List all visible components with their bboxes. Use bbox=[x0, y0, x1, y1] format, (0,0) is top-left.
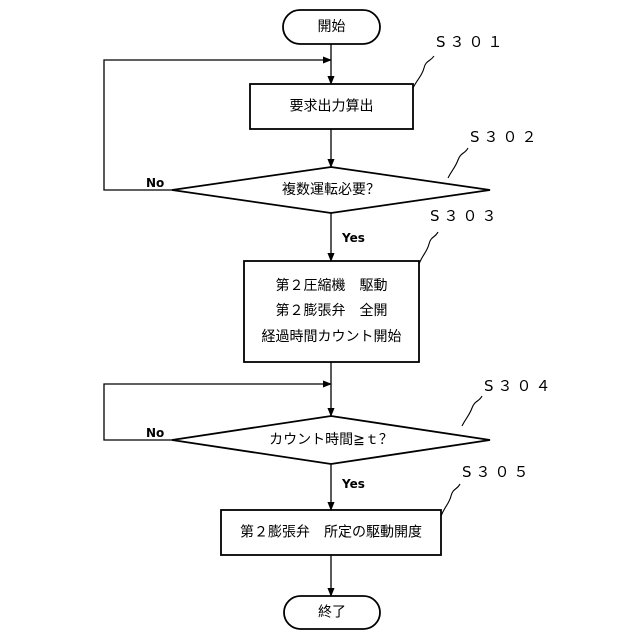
s305-step-label: S３０５ bbox=[462, 463, 533, 481]
end-text: 終了 bbox=[318, 605, 346, 621]
s301-text: 要求出力算出 bbox=[290, 99, 374, 115]
s301-leader-line bbox=[413, 56, 434, 88]
s302-step-label: S３０２ bbox=[470, 128, 541, 146]
s303-step-label: S３０３ bbox=[430, 207, 501, 225]
s302-no-label: No bbox=[146, 176, 164, 190]
s302-yes-label: Yes bbox=[341, 231, 365, 245]
s304-no-label: No bbox=[146, 426, 164, 440]
s304-step-label: S３０４ bbox=[484, 377, 555, 395]
s303-text-line-2: 第２膨張弁 全開 bbox=[276, 302, 388, 319]
s304-leader-line bbox=[462, 396, 482, 426]
s304-text: カウント時間≧ｔ？ bbox=[269, 432, 393, 448]
s303-text-line-3: 経過時間カウント開始 bbox=[262, 329, 402, 345]
start-text: 開始 bbox=[318, 19, 346, 35]
s302-text: 複数運転必要？ bbox=[282, 181, 380, 198]
s304-yes-label: Yes bbox=[341, 477, 365, 491]
s302-leader-line bbox=[448, 148, 468, 178]
s301-step-label: S３０１ bbox=[436, 33, 507, 51]
s303-leader-line bbox=[419, 232, 438, 264]
s303-text-line-1: 第２圧縮機 駆動 bbox=[276, 277, 388, 294]
s305-leader-line bbox=[441, 484, 460, 516]
s305-text: 第２膨張弁 所定の駆動開度 bbox=[240, 524, 422, 541]
